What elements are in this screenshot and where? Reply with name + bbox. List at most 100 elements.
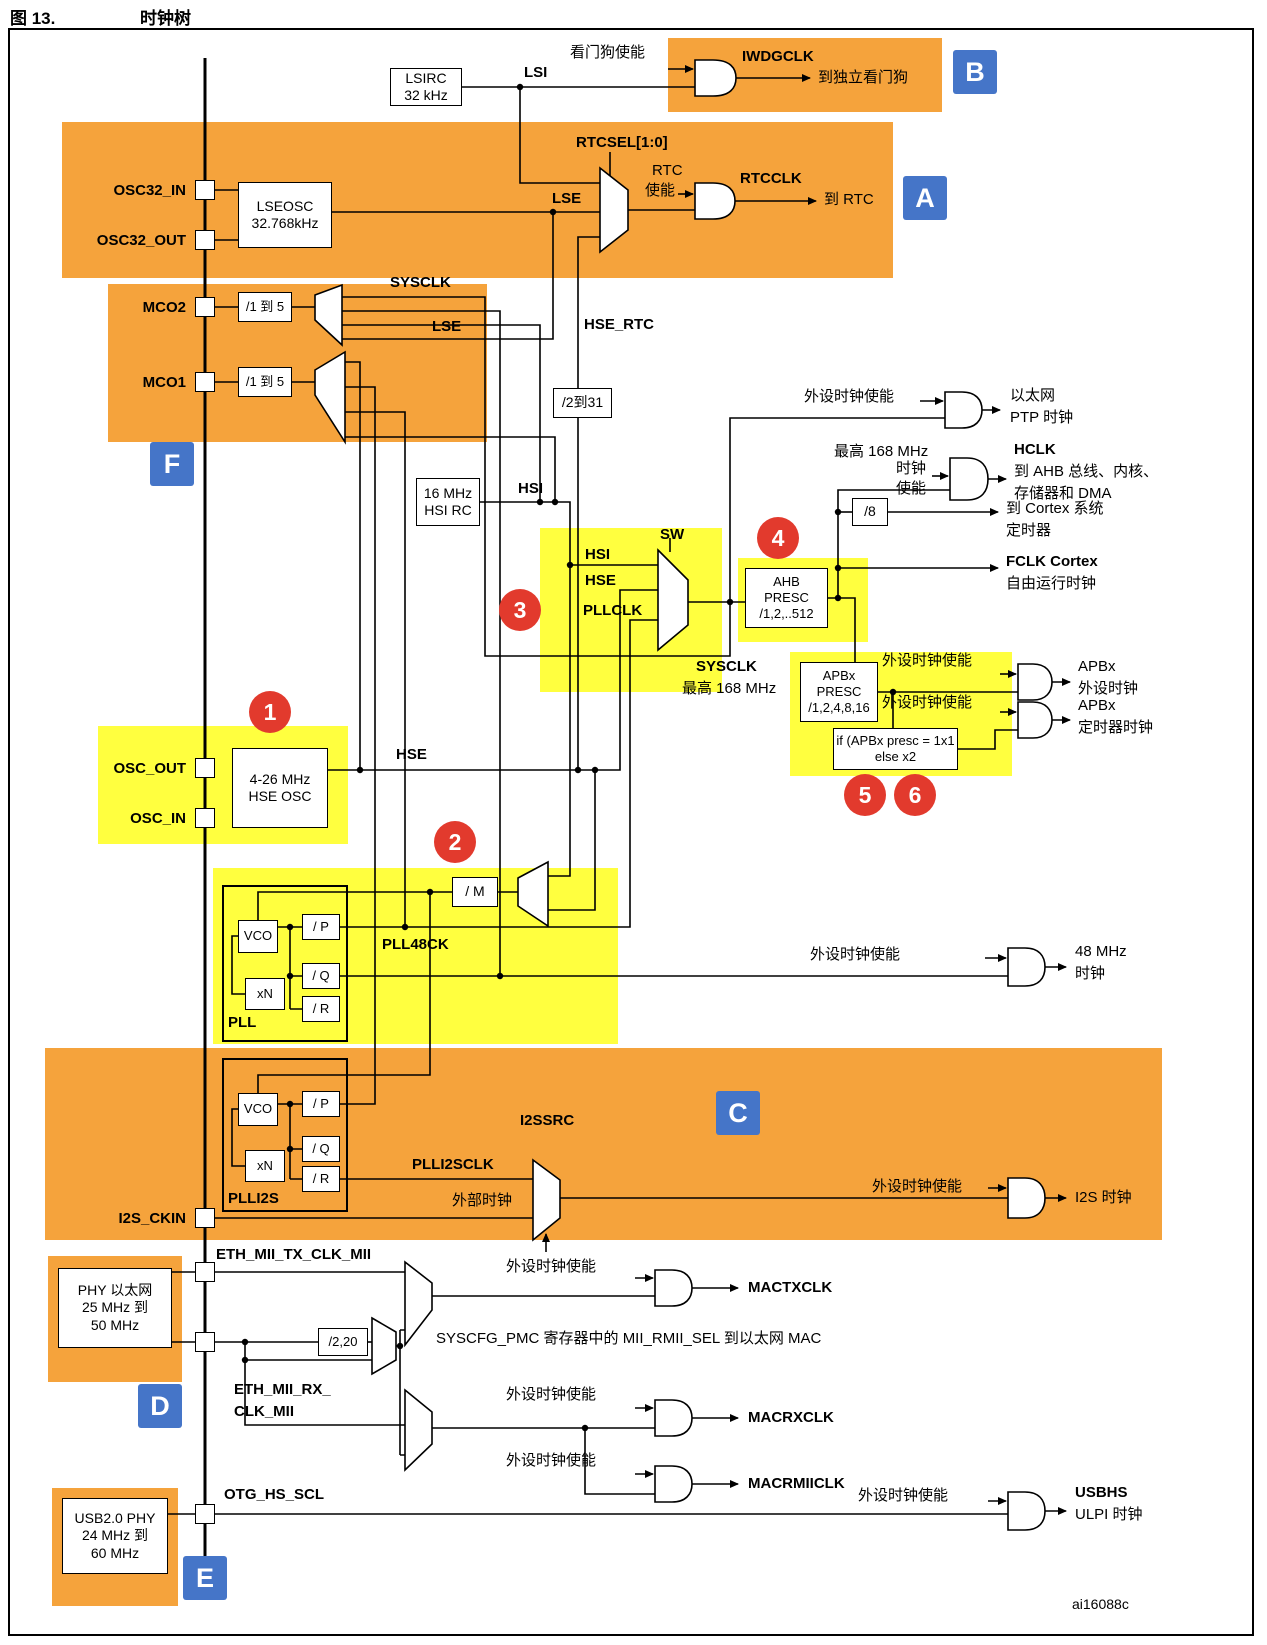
eth-divider: /2,20 bbox=[318, 1328, 368, 1356]
lsirc-box-text: 32 kHz bbox=[404, 87, 448, 103]
eth-phy-box-text: 25 MHz 到 bbox=[81, 1299, 149, 1316]
plli2s-p-box: / P bbox=[302, 1091, 340, 1117]
signal-pll48ck: PLL48CK bbox=[382, 936, 449, 953]
rtc-divider: /2到31 bbox=[553, 388, 612, 418]
pin-osc-in bbox=[195, 808, 215, 828]
eth-divider-text: /2,20 bbox=[328, 1333, 358, 1349]
plli2s-container bbox=[222, 1058, 348, 1212]
pin-eth-tx bbox=[195, 1262, 215, 1282]
muxes bbox=[314, 166, 689, 1472]
apbx-presc-box-text: PRESC bbox=[816, 683, 862, 699]
usb-phy-box-text: 24 MHz 到 bbox=[81, 1527, 149, 1544]
pin-label-osc32-out: OSC32_OUT bbox=[96, 232, 186, 249]
dest-apbx-timer-2: 定时器时钟 bbox=[1078, 719, 1154, 736]
rtc-enable-1: RTC bbox=[652, 162, 683, 179]
signal-i2ssrc: I2SSRC bbox=[520, 1112, 575, 1129]
signal-eth-tx: ETH_MII_TX_CLK_MII bbox=[216, 1246, 372, 1263]
signal-fclk-1: FCLK Cortex bbox=[1006, 553, 1098, 570]
and-gates bbox=[654, 59, 1053, 1531]
signal-hse-rtc: HSE_RTC bbox=[584, 316, 655, 333]
mux-input-hsi: HSI bbox=[585, 546, 611, 563]
region-rtc bbox=[62, 122, 893, 278]
pin-osc-out bbox=[195, 758, 215, 778]
region-pll bbox=[213, 868, 618, 1044]
signal-sw: SW bbox=[660, 526, 685, 543]
ahb-presc-box-text: AHB bbox=[773, 573, 800, 589]
and-gate-i2s bbox=[1007, 1177, 1046, 1219]
signal-rtcsel: RTCSEL[1:0] bbox=[576, 134, 668, 151]
signal-rtcclk: RTCCLK bbox=[740, 170, 802, 187]
lseosc-box-text: 32.768kHz bbox=[251, 215, 319, 231]
usb-phy-box-text: 60 MHz bbox=[90, 1544, 140, 1561]
and-gate-macrmii bbox=[654, 1465, 693, 1503]
signal-hse: HSE bbox=[396, 746, 427, 763]
pll-q-box: / Q bbox=[302, 963, 340, 989]
signal-lsi: LSI bbox=[524, 64, 548, 81]
and-gate-rtc bbox=[694, 182, 736, 220]
signal-sysclk-mco: SYSCLK bbox=[390, 274, 451, 291]
dest-cortex-1: 到 Cortex 系统 bbox=[1006, 500, 1104, 517]
plli2s-name: PLLI2S bbox=[228, 1190, 279, 1207]
lseosc-box-text: LSEOSC bbox=[256, 197, 314, 214]
and-gate-48mhz bbox=[1007, 947, 1046, 987]
marker-2: 2 bbox=[434, 821, 476, 863]
mux-input-hse: HSE bbox=[585, 572, 616, 589]
plli2s-r-box-text: / R bbox=[312, 1170, 330, 1186]
dest-ahb-2: 存储器和 DMA bbox=[1014, 485, 1112, 502]
figure-number: 图 13. bbox=[10, 9, 56, 28]
and-gate-hclk bbox=[949, 457, 989, 501]
apb-clock-enable-2: 外设时钟使能 bbox=[882, 694, 973, 711]
hclk-enable-2: 使能 bbox=[896, 480, 927, 497]
mux-rtcsel bbox=[599, 166, 629, 254]
and-gate-apbx-timer bbox=[1017, 701, 1053, 739]
marker-1: 1 bbox=[249, 691, 291, 733]
apbx-if-box-text: else x2 bbox=[874, 749, 917, 764]
dest-48mhz-2: 时钟 bbox=[1075, 965, 1106, 982]
signal-lse: LSE bbox=[552, 190, 582, 207]
pin-i2s-ckin bbox=[195, 1208, 215, 1228]
pin-osc32-in bbox=[195, 180, 215, 200]
mux-mco1 bbox=[314, 350, 346, 445]
plli2s-q-box: / Q bbox=[302, 1136, 340, 1162]
plli2s-p-box-text: / P bbox=[313, 1095, 329, 1111]
plli2s-vco-box: VCO bbox=[238, 1093, 278, 1126]
signal-otg-hs-scl: OTG_HS_SCL bbox=[224, 1486, 325, 1503]
badge-e: E bbox=[183, 1556, 227, 1600]
hsirc-box-text: HSI RC bbox=[424, 502, 472, 518]
div8-box-text: /8 bbox=[864, 503, 876, 520]
region-i2s bbox=[45, 1048, 1162, 1240]
marker-5: 5 bbox=[844, 774, 886, 816]
signal-sysclk-out: SYSCLK bbox=[696, 658, 757, 675]
signal-eth-rx-1: ETH_MII_RX_ bbox=[234, 1381, 331, 1398]
dest-i2s: I2S 时钟 bbox=[1075, 1189, 1132, 1206]
eth-phy-box-text: PHY 以太网 bbox=[77, 1281, 153, 1298]
ptp-clock-enable: 外设时钟使能 bbox=[804, 388, 895, 405]
marker-4: 4 bbox=[757, 517, 799, 559]
pll-p-box: / P bbox=[302, 914, 340, 940]
and-gate-macrx bbox=[654, 1399, 693, 1437]
plli2s-q-box-text: / Q bbox=[312, 1140, 330, 1156]
dest-watchdog: 到独立看门狗 bbox=[818, 69, 909, 86]
pin-label-osc-in: OSC_IN bbox=[130, 810, 186, 827]
marker-6: 6 bbox=[894, 774, 936, 816]
pin-label-mco1: MCO1 bbox=[142, 374, 186, 391]
signal-lse-mco: LSE bbox=[432, 318, 462, 335]
signal-iwdgclk: IWDGCLK bbox=[742, 48, 814, 65]
signal-fclk-2: 自由运行时钟 bbox=[1006, 575, 1097, 592]
syscfg-note: SYSCFG_PMC 寄存器中的 MII_RMII_SEL 到以太网 MAC bbox=[436, 1330, 822, 1347]
eth-phy-box-text: 50 MHz bbox=[90, 1316, 140, 1333]
signal-mactxclk: MACTXCLK bbox=[748, 1279, 833, 1296]
junction-dots bbox=[241, 83, 897, 1432]
signal-macrmiiclk: MACRMIICLK bbox=[748, 1475, 845, 1492]
plli2s-xn-box: xN bbox=[245, 1150, 285, 1182]
pll-name: PLL bbox=[228, 1014, 257, 1031]
dest-rtc: 到 RTC bbox=[824, 191, 874, 208]
plli2s-xn-box-text: xN bbox=[257, 1157, 273, 1173]
